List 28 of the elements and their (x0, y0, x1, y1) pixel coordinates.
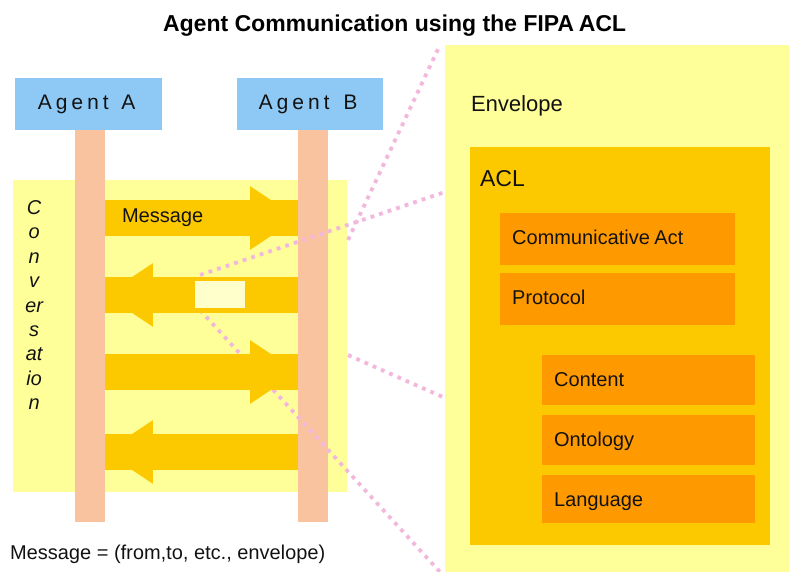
lifeline-bar (298, 130, 328, 522)
node-label: Communicative Act (512, 227, 684, 250)
block-arrow (105, 263, 298, 327)
node-label: Agent B (258, 91, 362, 115)
edge-label: Message (122, 205, 204, 228)
envelope-box (445, 45, 789, 572)
vertical-label: Conversation (24, 196, 44, 416)
field-box (542, 355, 755, 405)
node-label: Envelope (471, 91, 563, 117)
acl-box (470, 147, 770, 545)
node-label: Ontology (554, 429, 634, 452)
node-label: ACL (480, 165, 525, 192)
field-box (500, 273, 735, 325)
node-label: Protocol (512, 287, 586, 310)
agent-box (237, 78, 383, 130)
block-arrow (105, 420, 298, 484)
node-label: Content (554, 369, 624, 392)
formula-note: Message = (from,to, etc., envelope) (10, 542, 326, 565)
node-label: Agent A (36, 91, 140, 115)
lifeline-bar (75, 130, 105, 522)
field-box (542, 475, 755, 523)
agent-box (15, 78, 162, 130)
node-label: Language (554, 489, 643, 512)
block-arrow (105, 340, 298, 404)
block-arrow (105, 186, 298, 250)
diagram-title: Agent Communication using the FIPA ACL (162, 10, 627, 37)
field-box (500, 213, 735, 265)
field-box (542, 415, 755, 465)
